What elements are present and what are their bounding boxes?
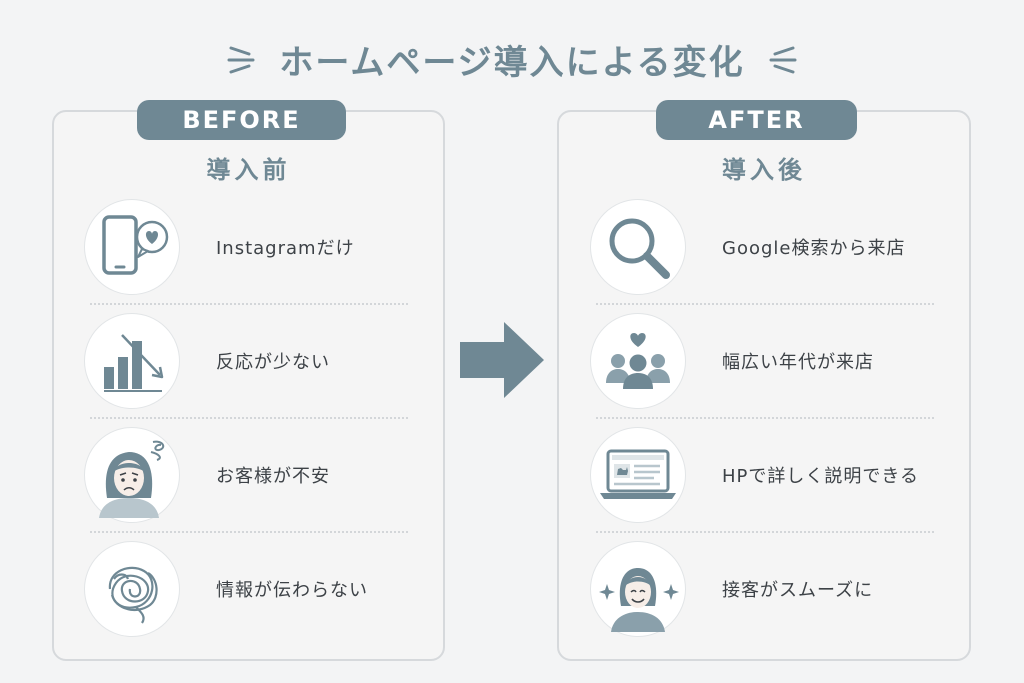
declining-chart-icon <box>84 313 180 409</box>
tangled-lines-icon <box>84 541 180 637</box>
smiling-staff-icon <box>590 541 686 637</box>
worried-customer-icon <box>84 427 180 523</box>
divider <box>596 531 934 533</box>
divider <box>90 303 408 305</box>
before-item-label: Instagramだけ <box>216 238 355 259</box>
search-icon <box>590 199 686 295</box>
after-item: 幅広い年代が来店 <box>590 304 940 418</box>
divider <box>90 531 408 533</box>
after-item-label: HPで詳しく説明できる <box>722 466 920 487</box>
page-title: ホームページ導入による変化 <box>279 42 745 83</box>
before-badge: BEFORE <box>137 100 346 140</box>
people-group-icon <box>590 313 686 409</box>
transition-arrow-icon <box>460 322 544 402</box>
laptop-website-icon <box>590 427 686 523</box>
title-area: ホームページ導入による変化 <box>0 34 1024 84</box>
before-item-label: 反応が少ない <box>216 352 330 373</box>
after-item-label: 接客がスムーズに <box>722 580 874 601</box>
after-subtitle: 導入後 <box>722 156 806 184</box>
sparkle-right-icon <box>767 42 797 76</box>
before-item-label: お客様が不安 <box>216 466 330 487</box>
after-item: HPで詳しく説明できる <box>590 418 940 532</box>
divider <box>596 303 934 305</box>
before-item-label: 情報が伝わらない <box>216 580 368 601</box>
after-item: Google検索から来店 <box>590 190 940 304</box>
divider <box>596 417 934 419</box>
after-item: 接客がスムーズに <box>590 532 940 646</box>
after-badge: AFTER <box>656 100 857 140</box>
sparkle-left-icon <box>227 42 257 76</box>
after-item-label: 幅広い年代が来店 <box>722 352 874 373</box>
divider <box>90 417 408 419</box>
after-item-label: Google検索から来店 <box>722 238 906 259</box>
smartphone-heart-icon <box>84 199 180 295</box>
before-item: 反応が少ない <box>84 304 414 418</box>
before-item: Instagramだけ <box>84 190 414 304</box>
before-item: 情報が伝わらない <box>84 532 414 646</box>
before-subtitle: 導入前 <box>206 156 291 184</box>
before-item: お客様が不安 <box>84 418 414 532</box>
